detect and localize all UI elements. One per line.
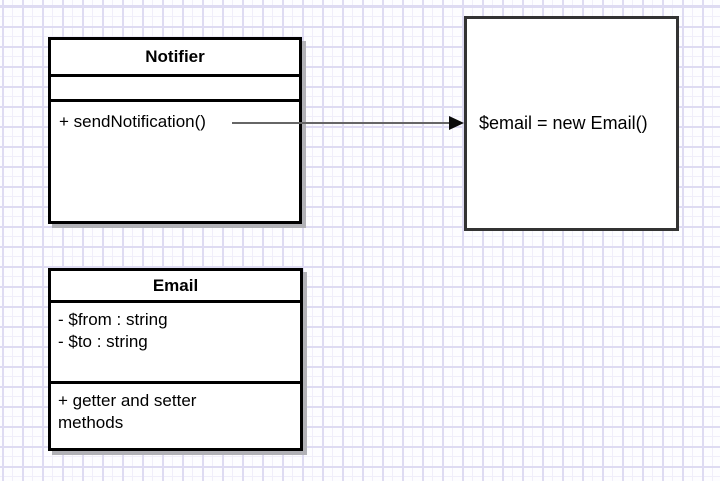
class-box-email[interactable]: Email - $from : string - $to : string + …: [48, 268, 303, 451]
class-title-notifier: Notifier: [145, 47, 205, 66]
email-methods-section: + getter and setter methods: [51, 381, 300, 448]
email-method-getters-setters-line1: + getter and setter: [58, 391, 197, 410]
notifier-method-sendnotification: + sendNotification(): [59, 112, 206, 131]
arrow-head-icon: [449, 116, 464, 130]
code-box-text: $email = new Email(): [479, 113, 648, 133]
code-box-new-email[interactable]: $email = new Email(): [464, 16, 679, 231]
class-box-notifier[interactable]: Notifier + sendNotification(): [48, 37, 302, 224]
email-method-getters-setters-line2: methods: [58, 413, 124, 432]
class-title-email: Email: [152, 275, 199, 295]
email-attribute-to: - $to : string: [58, 332, 148, 351]
notifier-methods-section: + sendNotification(): [51, 99, 299, 221]
notifier-attributes-section: [51, 74, 299, 99]
email-attribute-from: - $from : string: [58, 310, 168, 329]
email-attributes-section: - $from : string - $to : string: [51, 300, 300, 381]
